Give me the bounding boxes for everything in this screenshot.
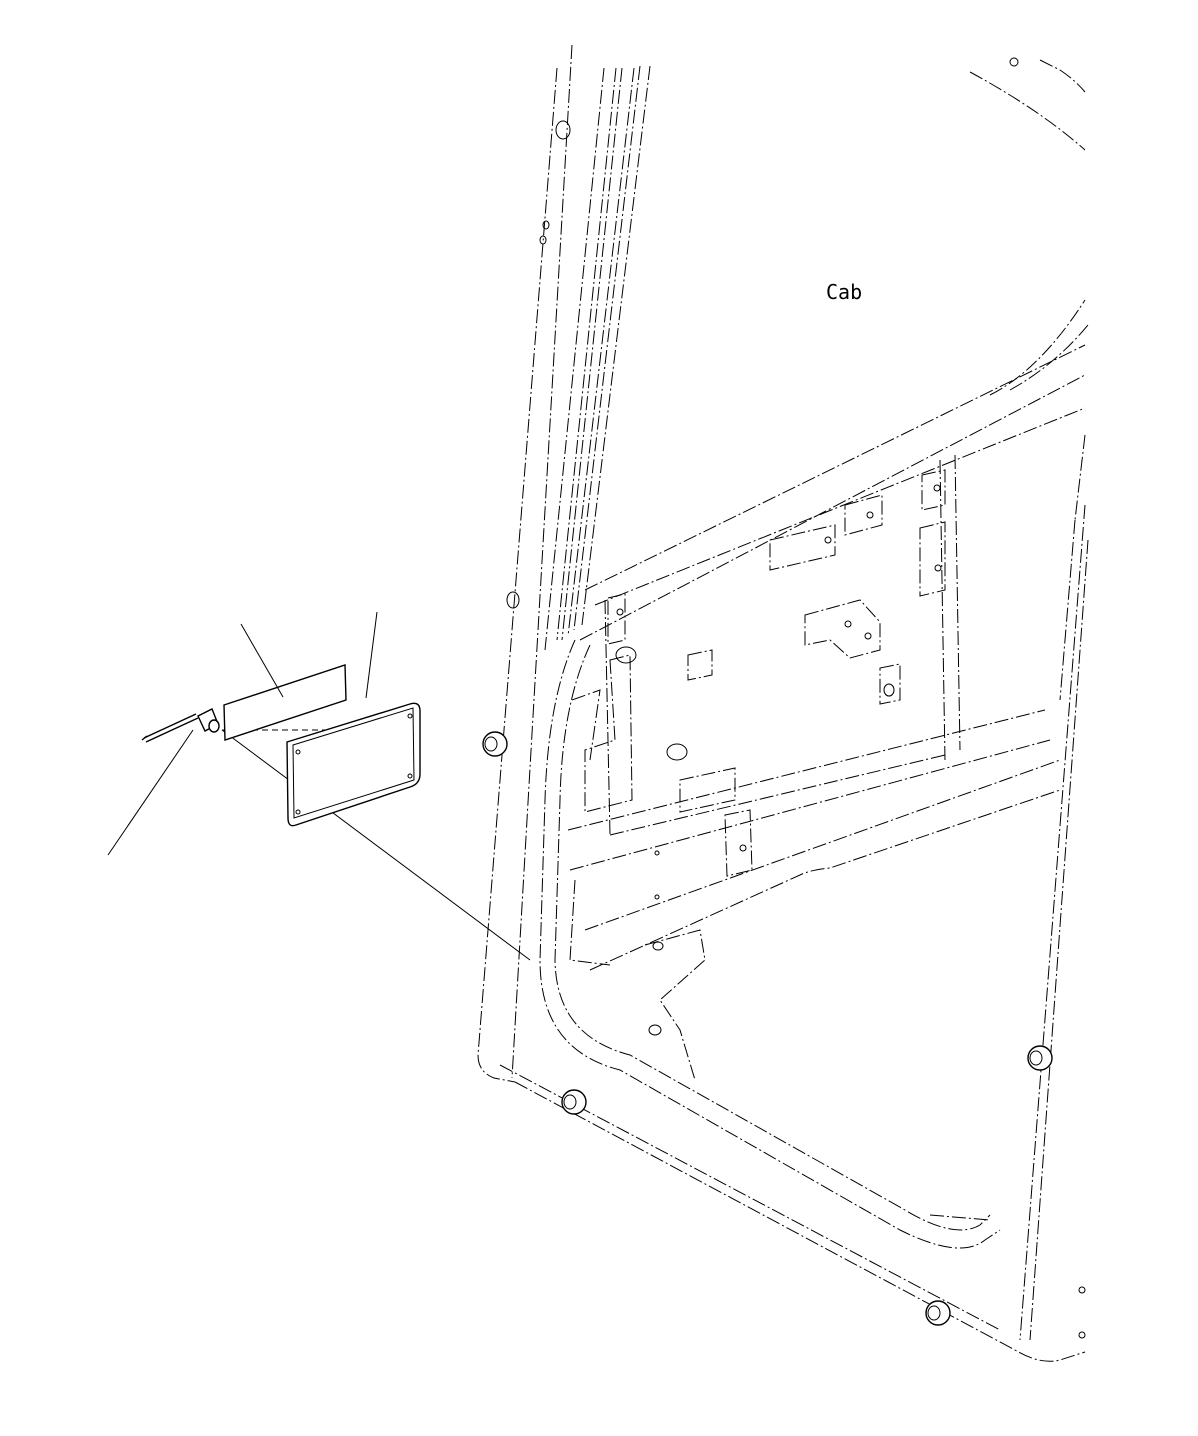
rivet [141,708,220,743]
bushing-left [482,731,508,757]
projection-line [221,729,531,961]
lower-frame [499,434,1089,1362]
leader-strip [240,623,284,698]
bushing-right [1027,1045,1053,1071]
bushings [482,731,1086,1339]
plate [286,702,421,827]
exploded-parts [107,611,531,961]
front-pillar [477,44,651,1083]
adhesive-strip [223,664,347,741]
leader-rivet [107,729,194,856]
door-frame-curve [539,639,1001,1249]
cab-roof [969,57,1086,151]
leader-plate [365,611,378,699]
bushing-bottom-left [561,1089,587,1115]
door-panel [604,454,961,836]
brackets [584,469,946,1081]
bushing-bottom-right [925,1300,951,1326]
door-rails [567,299,1089,971]
cab-label: Cab [826,280,862,304]
